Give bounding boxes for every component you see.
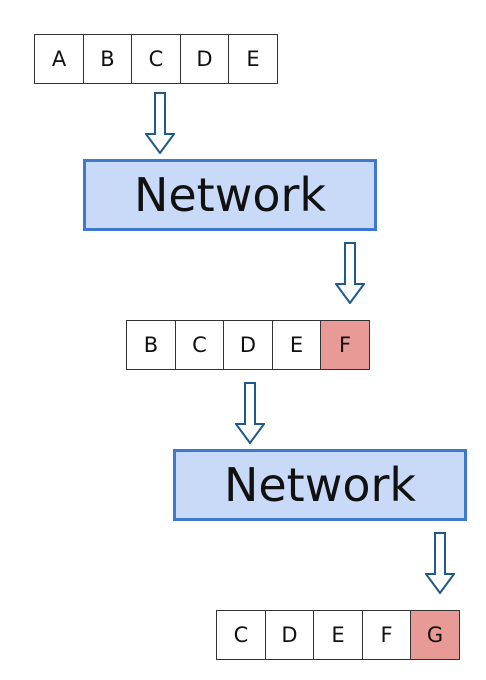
- token-cell: B: [126, 320, 176, 370]
- network-box: Network: [173, 449, 467, 521]
- token-cell: D: [223, 320, 273, 370]
- arrow-down-icon: [335, 242, 365, 304]
- arrow-down-icon: [425, 532, 455, 594]
- predicted-token-cell: G: [410, 610, 460, 660]
- token-cell: E: [271, 320, 322, 370]
- predicted-token-cell: F: [320, 320, 370, 370]
- token-cell: C: [216, 610, 266, 660]
- arrow-down-icon: [145, 92, 175, 154]
- token-cell: D: [264, 610, 315, 660]
- token-cell: F: [361, 610, 412, 660]
- token-row-3: C D E F G: [216, 610, 460, 660]
- token-cell: E: [228, 34, 278, 84]
- token-cell: A: [34, 34, 84, 84]
- token-row-1: A B C D E: [34, 34, 278, 84]
- arrow-down-icon: [235, 382, 265, 444]
- token-cell: C: [174, 320, 225, 370]
- token-row-2: B C D E F: [126, 320, 370, 370]
- token-cell: D: [179, 34, 230, 84]
- token-cell: B: [82, 34, 133, 84]
- network-box: Network: [83, 159, 377, 231]
- token-cell: C: [131, 34, 181, 84]
- token-cell: E: [313, 610, 363, 660]
